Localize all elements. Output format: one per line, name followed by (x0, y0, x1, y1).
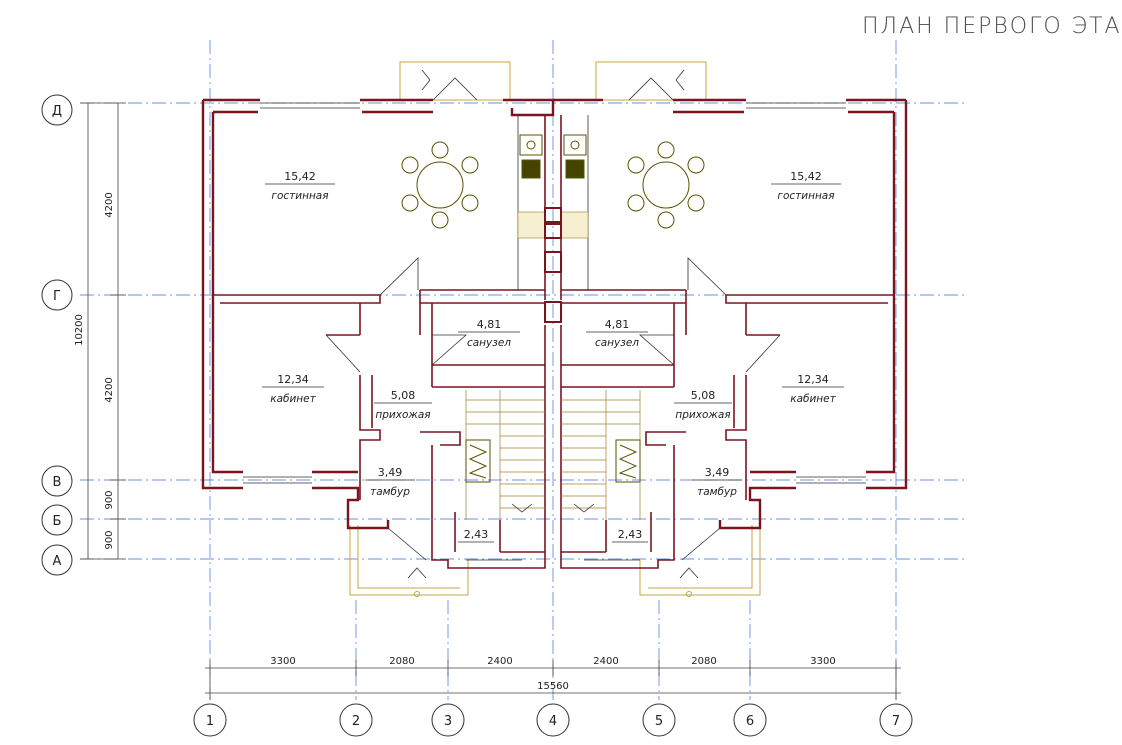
room-name-hall-right: прихожая (675, 409, 730, 421)
dining-table-right (627, 141, 705, 229)
grid-lines (80, 40, 968, 700)
dim-h-4: 2400 (593, 656, 618, 667)
room-area-hall-right: 5,08 (691, 389, 716, 402)
room-name-office-left: кабинет (270, 393, 316, 405)
room-area-office-left: 12,34 (277, 373, 309, 386)
door-swings (325, 69, 781, 561)
stairs (465, 390, 641, 520)
room-area-vestibule-left: 3,49 (378, 466, 403, 479)
kitchen-fixtures (517, 115, 589, 323)
room-name-bath-right: санузел (595, 337, 639, 349)
room-name-living-left: гостинная (271, 190, 328, 202)
room-area-bath-right: 4,81 (605, 318, 630, 331)
letter-axis-markers: Д Г В Б А (41, 94, 73, 576)
vertical-dimensions: 4200 4200 900 900 10200 (74, 102, 126, 560)
dim-h-total: 15560 (537, 681, 569, 692)
number-axis-markers: 1 2 3 4 5 6 7 (193, 703, 913, 737)
dim-h-1: 3300 (270, 656, 295, 667)
horizontal-dimensions: 3300 2080 2400 2400 2080 3300 15560 (205, 656, 901, 700)
room-name-bath-left: санузел (467, 337, 511, 349)
axis-letter-g: Г (53, 289, 61, 304)
axis-number-1: 1 (206, 714, 214, 729)
room-name-vestibule-left: тамбур (370, 486, 410, 498)
porches (349, 61, 761, 597)
axis-letter-b: Б (53, 514, 62, 529)
axis-number-6: 6 (746, 714, 754, 729)
dim-v-3: 900 (104, 490, 115, 509)
room-area-closet-left: 2,43 (464, 528, 489, 541)
dim-v-1: 4200 (104, 192, 115, 217)
dim-v-2: 4200 (104, 377, 115, 402)
dim-h-5: 2080 (691, 656, 716, 667)
room-name-hall-left: прихожая (375, 409, 430, 421)
room-area-living-left: 15,42 (284, 170, 316, 183)
room-area-bath-left: 4,81 (477, 318, 502, 331)
axis-number-7: 7 (892, 714, 900, 729)
dining-table-left (401, 141, 479, 229)
room-area-vestibule-right: 3,49 (705, 466, 730, 479)
dim-h-2: 2080 (389, 656, 414, 667)
axis-letter-a: А (53, 554, 62, 569)
dim-v-total: 10200 (74, 314, 85, 346)
exterior-walls (201, 98, 908, 530)
room-area-living-right: 15,42 (790, 170, 822, 183)
dim-h-3: 2400 (487, 656, 512, 667)
room-name-living-right: гостинная (777, 190, 834, 202)
axis-number-2: 2 (352, 714, 360, 729)
room-area-hall-left: 5,08 (391, 389, 416, 402)
plan-title: ПЛАН ПЕРВОГО ЭТАЖА (862, 14, 1122, 39)
axis-number-3: 3 (444, 714, 452, 729)
room-name-vestibule-right: тамбур (697, 486, 737, 498)
axis-letter-d: Д (52, 104, 62, 119)
dim-v-4: 900 (104, 530, 115, 549)
room-labels: 15,42 гостинная 15,42 гостинная 4,81 сан… (262, 170, 844, 543)
dim-h-6: 3300 (810, 656, 835, 667)
room-area-closet-right: 2,43 (618, 528, 643, 541)
axis-number-5: 5 (655, 714, 663, 729)
room-area-office-right: 12,34 (797, 373, 829, 386)
axis-letter-v: В (53, 475, 62, 490)
room-name-office-right: кабинет (790, 393, 836, 405)
axis-number-4: 4 (549, 714, 557, 729)
